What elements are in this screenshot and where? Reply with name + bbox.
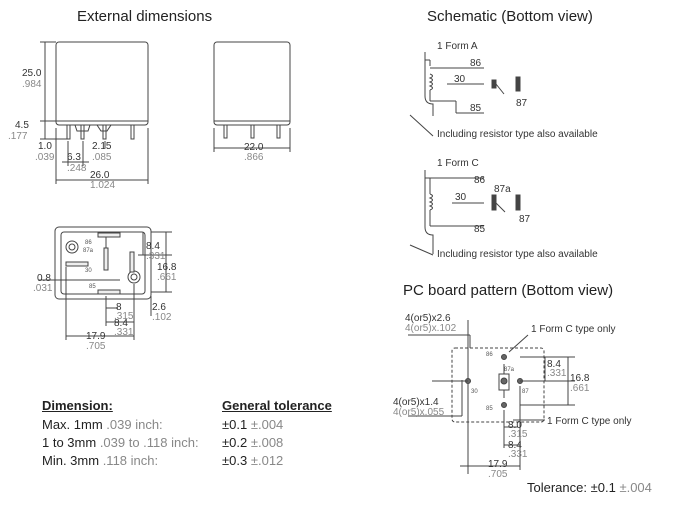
svg-text:.102: .102 <box>152 312 172 323</box>
table-row: 1 to 3mm .039 to .118 inch: <box>42 435 199 450</box>
table-row: Min. 3mm .118 inch: <box>42 453 159 468</box>
svg-text:8.4: 8.4 <box>146 241 160 252</box>
svg-text:.315: .315 <box>114 311 134 322</box>
bottom-view <box>38 226 172 340</box>
tolerance-header: General tolerance <box>222 398 332 413</box>
svg-text:.315: .315 <box>508 429 528 440</box>
svg-text:16.8: 16.8 <box>570 373 590 384</box>
svg-text:.984: .984 <box>22 79 42 90</box>
schematic-form-a-labels: 1 Form A 86 30 85 87 Including resistor … <box>437 41 598 140</box>
svg-text:87a: 87a <box>83 248 94 254</box>
svg-text:1.0: 1.0 <box>38 141 52 152</box>
schematic-form-a <box>409 52 521 137</box>
svg-text:22.0: 22.0 <box>244 142 264 153</box>
pcb-note-top: 1 Form C type only <box>531 324 615 335</box>
svg-text:.031: .031 <box>33 283 53 294</box>
svg-text:4(or5)x1.4: 4(or5)x1.4 <box>393 397 439 408</box>
svg-text:.085: .085 <box>92 152 112 163</box>
form-c-note: Including resistor type also available <box>437 249 598 260</box>
svg-text:.039: .039 <box>35 152 55 163</box>
dimension-header: Dimension: <box>42 398 113 413</box>
svg-text:85: 85 <box>486 406 493 412</box>
svg-text:.705: .705 <box>488 469 508 480</box>
external-dimensions-title: External dimensions <box>77 8 213 25</box>
svg-text:8.4: 8.4 <box>508 440 522 451</box>
schematic-form-c-labels: 1 Form C 86 87a 30 85 87 Including resis… <box>437 158 598 260</box>
footer-tolerance: Tolerance: ±0.1 ±.004 <box>527 480 652 495</box>
front-view-labels: 25.0 .984 4.5 .177 1.0 .039 6.3 .248 2.1… <box>8 68 115 191</box>
svg-text:4(or5)x.055: 4(or5)x.055 <box>393 407 445 418</box>
svg-text:85: 85 <box>474 224 486 235</box>
table-row: Max. 1mm .039 inch: <box>42 417 163 432</box>
svg-text:30: 30 <box>471 389 478 395</box>
svg-text:87: 87 <box>519 214 531 225</box>
pcb-pattern-labels: 4(or5)x2.6 4(or5)x.102 1 Form C type onl… <box>393 313 631 480</box>
svg-text:4(or5)x.102: 4(or5)x.102 <box>405 323 457 334</box>
svg-text:86: 86 <box>486 352 493 358</box>
svg-text:85: 85 <box>470 103 482 114</box>
svg-text:25.0: 25.0 <box>22 68 42 79</box>
svg-text:.661: .661 <box>157 272 177 283</box>
svg-text:87: 87 <box>522 389 529 395</box>
svg-text:87a: 87a <box>494 184 511 195</box>
table-row-tol: ±0.2 ±.008 <box>222 435 284 450</box>
pcb-pattern <box>408 320 575 474</box>
svg-text:.705: .705 <box>86 341 106 352</box>
svg-text:30: 30 <box>85 268 92 274</box>
svg-text:.331: .331 <box>508 449 528 460</box>
svg-text:.331: .331 <box>114 327 134 338</box>
svg-text:.331: .331 <box>146 251 166 262</box>
svg-text:30: 30 <box>455 192 467 203</box>
svg-text:.331: .331 <box>547 368 567 379</box>
svg-text:.866: .866 <box>244 152 264 163</box>
svg-text:86: 86 <box>474 175 486 186</box>
front-view <box>40 41 149 184</box>
svg-text:17.9: 17.9 <box>86 331 106 342</box>
svg-text:86: 86 <box>470 58 482 69</box>
form-a-note: Including resistor type also available <box>437 129 598 140</box>
svg-text:2.6: 2.6 <box>152 302 166 313</box>
svg-text:8.4: 8.4 <box>547 359 561 370</box>
form-c-label: 1 Form C <box>437 158 479 169</box>
svg-text:6.3: 6.3 <box>67 152 81 163</box>
svg-text:4.5: 4.5 <box>15 120 29 131</box>
svg-text:8.4: 8.4 <box>114 318 128 329</box>
svg-text:16.8: 16.8 <box>157 262 177 273</box>
svg-text:.248: .248 <box>67 163 87 174</box>
svg-text:1.024: 1.024 <box>90 180 115 191</box>
svg-text:26.0: 26.0 <box>90 170 110 181</box>
svg-text:.177: .177 <box>8 131 28 142</box>
schematic-form-c <box>409 170 521 256</box>
svg-text:.661: .661 <box>570 383 590 394</box>
svg-text:17.9: 17.9 <box>488 459 508 470</box>
tolerance-table: Dimension: General tolerance Max. 1mm .0… <box>42 398 372 473</box>
pcb-pattern-title: PC board pattern (Bottom view) <box>403 282 614 299</box>
side-view-labels: 22.0 .866 <box>244 142 264 163</box>
side-view <box>213 41 291 152</box>
svg-text:4(or5)x2.6: 4(or5)x2.6 <box>405 313 451 324</box>
form-a-label: 1 Form A <box>437 41 478 52</box>
svg-text:0.8: 0.8 <box>37 273 51 284</box>
svg-text:30: 30 <box>454 74 466 85</box>
svg-text:8: 8 <box>116 302 122 313</box>
svg-text:2.15: 2.15 <box>92 141 112 152</box>
svg-text:8.0: 8.0 <box>508 420 522 431</box>
svg-text:86: 86 <box>85 240 92 246</box>
svg-text:87: 87 <box>516 98 528 109</box>
pcb-note-bottom: 1 Form C type only <box>547 416 631 427</box>
table-row-tol: ±0.3 ±.012 <box>222 453 284 468</box>
svg-text:87a: 87a <box>504 367 515 373</box>
svg-text:85: 85 <box>89 284 96 290</box>
bottom-view-labels: 86 87a 30 85 8.4 .331 16.8 .661 0.8 .031… <box>33 240 177 352</box>
table-row-tol: ±0.1 ±.004 <box>222 417 284 432</box>
schematic-title: Schematic (Bottom view) <box>427 8 593 25</box>
